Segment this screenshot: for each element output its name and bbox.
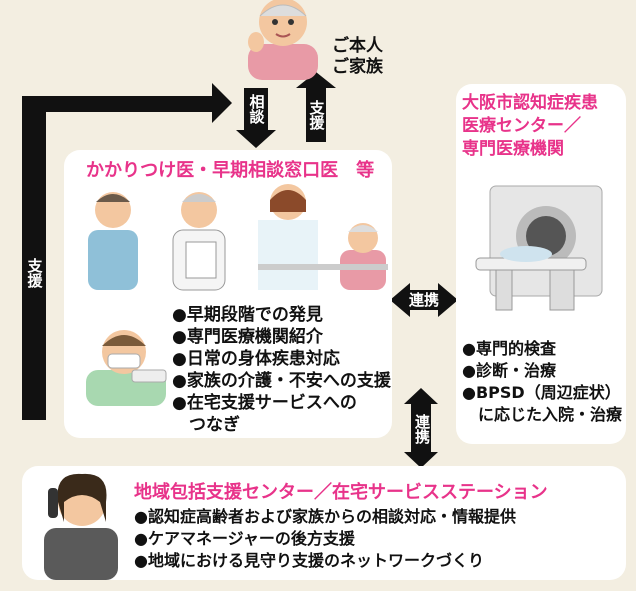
community-items: ●認知症高齢者および家族からの相談対応・情報提供 ●ケアマネージャーの後方支援 … (134, 506, 516, 572)
list-item: ●日常の身体疾患対応 (172, 349, 340, 369)
list-item: ●BPSD（周辺症状） (462, 383, 621, 402)
list-item: に応じた入院・治療 (462, 405, 623, 424)
cooperation-v-label: 連携 (413, 414, 431, 444)
list-item: ●認知症高齢者および家族からの相談対応・情報提供 (134, 507, 516, 526)
doctors-illustration (78, 180, 388, 296)
support-small-label: 支援 (307, 100, 326, 134)
center-title: 大阪市認知症疾患 医療センター／ 専門医療機関 (462, 93, 598, 159)
list-item: ●診断・治療 (462, 361, 556, 380)
operator-illustration (44, 473, 118, 580)
community-title: 地域包括支援センター／在宅サービスステーション (134, 482, 548, 503)
list-item: ●専門医療機関紹介 (172, 327, 323, 347)
list-item: ●在宅支援サービスへの (172, 393, 357, 413)
dentist-illustration (86, 330, 167, 406)
list-item: ●ケアマネージャーの後方支援 (134, 529, 355, 548)
center-items: ●専門的検査 ●診断・治療 ●BPSD（周辺症状） に応じた入院・治療 (462, 338, 622, 426)
clinic-items: ●早期段階での発見 ●専門医療機関紹介 ●日常の身体疾患対応 ●家族の介護・不安… (172, 304, 391, 436)
clinic-title: かかりつけ医・早期相談窓口医 等 (86, 160, 375, 181)
support-left-label: 支援 (25, 258, 44, 292)
mri-scanner-illustration (475, 185, 603, 311)
consult-label: 相談 (246, 94, 266, 128)
list-item: ●地域における見守り支援のネットワークづくり (134, 551, 484, 570)
list-item: つなぎ (172, 415, 240, 435)
list-item: ●家族の介護・不安への支援 (172, 371, 391, 391)
list-item: ●早期段階での発見 (172, 305, 323, 325)
person-label: ご本人 ご家族 (332, 36, 383, 77)
cooperation-h-label: 連携 (408, 291, 439, 309)
list-item: ●専門的検査 (462, 339, 556, 358)
community-panel (22, 466, 626, 580)
elderly-person-illustration (248, 0, 318, 80)
